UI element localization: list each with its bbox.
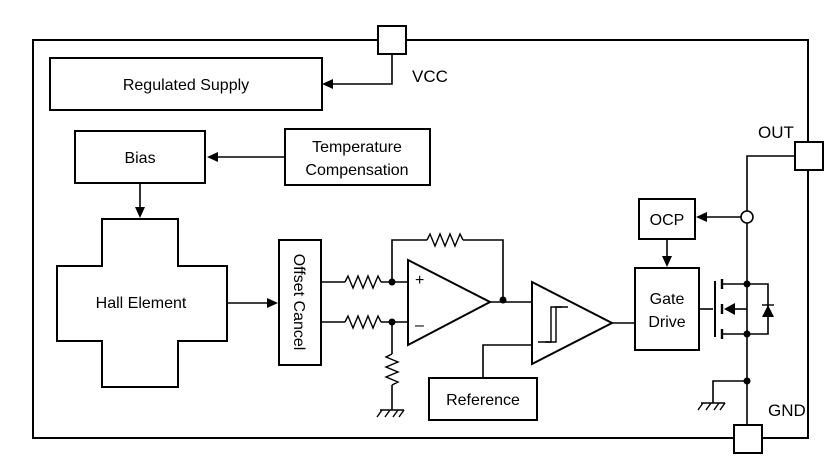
feedback-resistor: [391, 232, 504, 300]
out-pin: OUT: [746, 123, 824, 211]
tempcomp-to-bias-arrow: [207, 152, 218, 162]
reference-to-comparator-wire: [482, 344, 532, 378]
regulated-supply-block: Regulated Supply: [49, 57, 323, 111]
junction-dot: [743, 330, 751, 338]
vcc-pin: VCC: [322, 25, 448, 89]
hall-to-offset-arrow: [267, 298, 278, 308]
amplifier: + –: [407, 258, 493, 347]
junction-dot: [388, 318, 396, 326]
ground-resistor: [376, 322, 405, 418]
offset-cancel-label: Offset Cancel: [290, 254, 307, 351]
current-sense-node: [740, 210, 754, 224]
temperature-label: Temperature: [312, 139, 402, 156]
gnd-label: GND: [768, 401, 806, 420]
gnd-pin: GND: [697, 377, 806, 454]
gate-drive-block: Gate Drive: [634, 267, 700, 351]
gate-label: Gate: [650, 291, 685, 308]
compensation-label: Compensation: [305, 162, 408, 179]
junction-dot: [388, 278, 396, 286]
ocp-label: OCP: [650, 212, 685, 229]
hall-element-block: Hall Element: [56, 218, 228, 388]
junction-dot: [499, 296, 507, 304]
vcc-label: VCC: [412, 67, 448, 86]
bias-block: Bias: [74, 130, 206, 184]
junction-dot: [743, 280, 751, 288]
ocp-block: OCP: [638, 198, 696, 240]
reference-block: Reference: [428, 377, 538, 421]
drive-label: Drive: [648, 314, 685, 331]
reference-label: Reference: [446, 392, 520, 409]
ocp-to-gate-arrow: [662, 256, 672, 267]
amplifier-plus-sign: +: [415, 272, 424, 289]
bias-label: Bias: [124, 150, 155, 167]
mosfet-transistor: [699, 279, 774, 339]
regulated-supply-label: Regulated Supply: [123, 77, 249, 94]
amplifier-minus-sign: –: [415, 317, 424, 334]
body-diode-icon: [762, 305, 774, 317]
chip-outline: [32, 39, 809, 439]
schmitt-comparator: [531, 280, 615, 366]
offset-cancel-block: Offset Cancel: [278, 239, 322, 366]
sense-to-ocp-arrow: [696, 212, 707, 222]
bias-to-hall-arrow: [135, 207, 145, 218]
out-label: OUT: [758, 123, 794, 142]
hall-element-label: Hall Element: [96, 295, 187, 312]
temperature-compensation-block: Temperature Compensation: [284, 128, 431, 186]
